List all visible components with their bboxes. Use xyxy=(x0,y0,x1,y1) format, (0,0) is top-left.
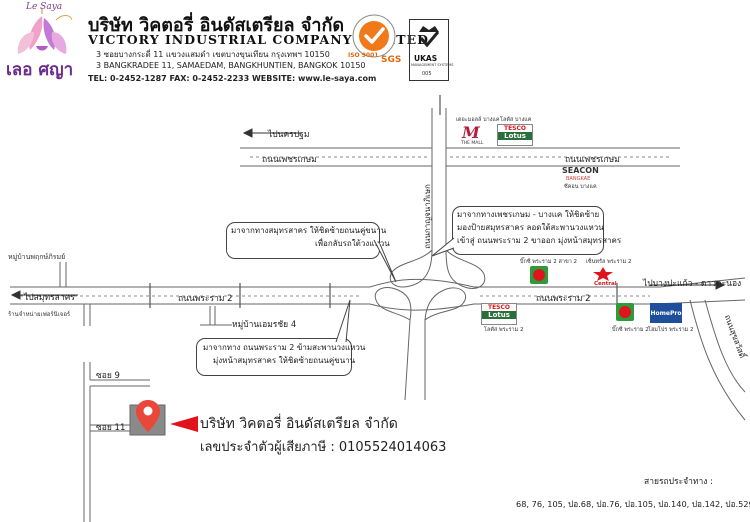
sgs-cert-logo xyxy=(345,10,403,76)
pointer-arrow-icon xyxy=(170,416,198,432)
label-phetkasem-left: ถนนเพชรเกษม xyxy=(262,155,317,165)
contact-line: TEL: 0-2452-1287 FAX: 0-2452-2233 WEBSIT… xyxy=(88,74,377,83)
crown-check-icon xyxy=(419,26,440,48)
flower-icon xyxy=(17,8,73,54)
ukas-label: UKAS xyxy=(414,54,438,63)
bigc-rama2-2-label: บิ๊กซี พระราม 2 xyxy=(612,327,649,333)
callout-from-samut-sakhon: มาจากทางสมุทรสาคร ให้ชิดซ้ายถนนคู่ขนาน เ… xyxy=(226,222,390,259)
iso-label: ISO 9001 xyxy=(348,52,379,59)
callout-pointer-2 xyxy=(431,237,455,257)
central-logo-icon xyxy=(593,266,613,284)
village-prueksa: หมู่บ้านพฤกษ์ภิรมย์ xyxy=(8,253,66,261)
tesco-top-label: โลตัส บางแค xyxy=(500,117,532,123)
seacon-label: ซีคอน บางแค xyxy=(564,184,597,190)
ukas-sub: MANAGEMENT SYSTEMS xyxy=(411,63,454,67)
label-soi11: ซอย 11 xyxy=(96,423,126,433)
seacon-sub: BANGKAE xyxy=(566,176,591,182)
label-rama2-right: ถนนพระราม 2 xyxy=(536,294,591,304)
homepro-label: โฮมโปร พระราม 2 xyxy=(648,327,694,333)
bigc-logo-2 xyxy=(616,303,634,321)
label-to-samut-sakhon: ไปสมุทรสาคร xyxy=(24,293,75,303)
brand-bottom: เลอ ศญา xyxy=(6,60,74,80)
company-name-en: VICTORY INDUSTRIAL COMPANY LIMITED xyxy=(88,32,429,47)
tesco-rama2-label: โลตัส พระราม 2 xyxy=(484,327,524,333)
label-to-nakhon-pathom: ไปนครปฐม xyxy=(268,130,310,140)
callout-from-rama2: มาจากทาง ถนนพระราม 2 ข้ามสะพานวงแหวน มุ่… xyxy=(196,338,365,376)
the-mall-text: THE MALL xyxy=(461,141,484,146)
village-ratchaphruek: หมู่บ้านเอมรชัย 4 xyxy=(232,320,297,330)
tax-id: เลขประจำตัวผู้เสียภาษี : 0105524014063 xyxy=(200,440,447,455)
bigc-rama2-label: บิ๊กซี พระราม 2 สาขา 2 xyxy=(520,259,578,265)
callout-pointer-3 xyxy=(335,299,351,343)
address-en: 3 BANGKRADEE 11, SAMAEDAM, BANGKHUNTIEN,… xyxy=(96,61,366,70)
shop-furniture: ร้านจำหน่ายเฟอร์นิเจอร์ xyxy=(8,311,71,318)
label-phetkasem-right: ถนนเพชรเกษม xyxy=(565,155,620,165)
brand-logo xyxy=(4,2,78,78)
location-pin-icon[interactable] xyxy=(136,400,160,432)
seacon-logo: SEACON xyxy=(562,166,599,175)
central-logo-text: Central xyxy=(594,281,617,287)
homepro-logo: HomePro xyxy=(650,303,682,323)
tesco-rama2-logo: TESCO Lotus xyxy=(481,303,517,325)
bigc-logo-1 xyxy=(530,266,548,284)
the-mall-label: เดอะมอลล์ บางแค xyxy=(456,117,500,123)
company-marker-name: บริษัท วิคตอรี่ อินดัสเตรียล จำกัด xyxy=(200,416,398,432)
address-th: 3 ซอยบางกระดี่ 11 แขวงแสมดำ เขตบางขุนเที… xyxy=(96,50,330,59)
bus-routes: 68, 76, 105, ปอ.68, ปอ.76, ปอ.105, ปอ.14… xyxy=(516,499,750,509)
label-soi9: ซอย 9 xyxy=(96,371,120,381)
label-to-bang-pakaeo: ไปบางปะแก้ว - ดาวคะนอง xyxy=(643,279,742,289)
the-mall-logo: M xyxy=(462,123,480,142)
callout-from-phetkasem: มาจากทางเพชรเกษม - บางแค ให้ชิดซ้าย มองป… xyxy=(452,206,621,255)
company-name-th: บริษัท วิคตอรี่ อินดัสเตรียล จำกัด xyxy=(88,15,345,36)
sgs-label: SGS xyxy=(381,55,402,65)
callout-pointer-1 xyxy=(373,239,397,283)
ukas-num: 005 xyxy=(422,71,432,77)
label-rama2-left: ถนนพระราม 2 xyxy=(178,294,233,304)
brand-top: Le Saya xyxy=(26,2,63,12)
bus-title: สายรถประจำทาง : xyxy=(644,477,714,487)
central-label: เซ็นทรัล พระราม 2 xyxy=(586,259,632,265)
ukas-cert-logo xyxy=(409,19,449,81)
tesco-top-logo: TESCO Lotus xyxy=(497,124,533,146)
